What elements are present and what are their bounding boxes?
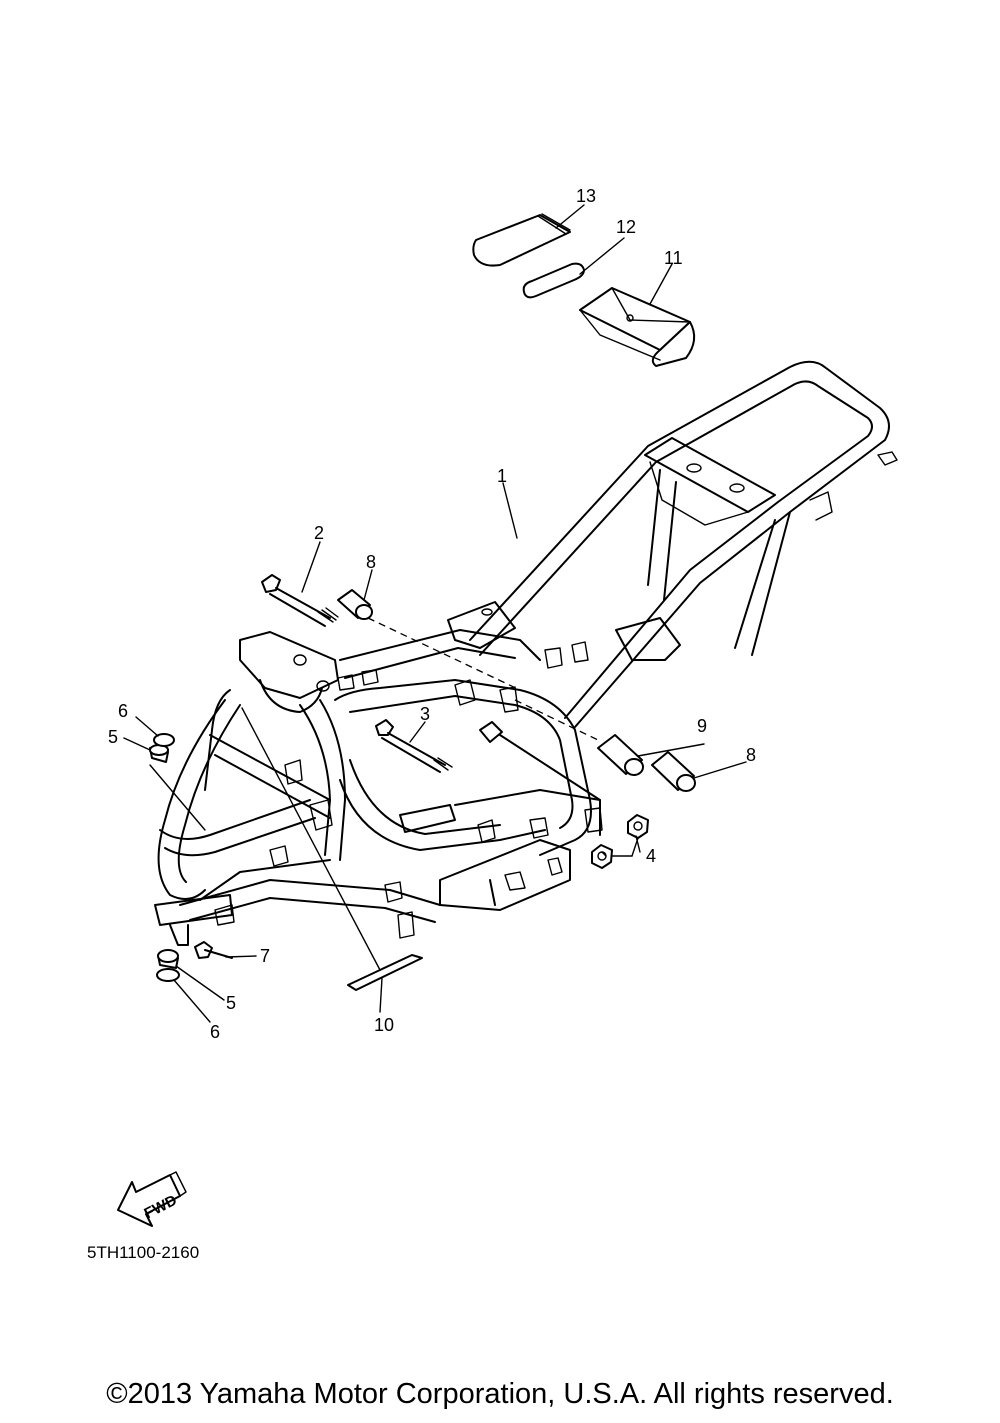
callout-8-upper: 8 [366, 552, 376, 572]
bolt-7-icon [194, 941, 233, 959]
callout-10: 10 [374, 1015, 394, 1035]
collar-9-icon [597, 734, 644, 776]
bolt-axis-mid [514, 699, 599, 741]
copyright-notice: ©2013 Yamaha Motor Corporation, U.S.A. A… [106, 1378, 894, 1410]
o-ring-6-upper-icon [153, 733, 175, 747]
callout-4: 4 [646, 846, 656, 866]
collar-8-upper-icon [337, 589, 373, 620]
bolt-axis-upper [367, 617, 521, 691]
callout-11: 11 [664, 248, 683, 268]
callout-6-lower: 6 [210, 1022, 220, 1042]
collar-8-lower-icon [651, 751, 696, 792]
callout-13: 13 [576, 186, 596, 206]
fwd-arrow-icon: FWD [117, 1171, 187, 1227]
bolt-2-icon [261, 574, 339, 627]
callout-8-lower: 8 [746, 745, 756, 765]
callout-2: 2 [314, 523, 324, 543]
nut-4-icon [591, 814, 649, 869]
callout-3: 3 [420, 704, 430, 724]
bolt-3-icon [375, 719, 453, 773]
plate-10-icon [347, 954, 423, 991]
frame-assembly [154, 360, 898, 946]
callout-7: 7 [260, 946, 270, 966]
callout-5-upper: 5 [108, 727, 118, 747]
tool-bag-11-icon [579, 287, 696, 367]
callout-12: 12 [616, 217, 636, 237]
callouts: 1 2 3 4 5 5 6 6 7 8 8 9 10 11 12 13 [108, 186, 756, 1042]
band-12-icon [522, 262, 585, 299]
callout-6-upper: 6 [118, 701, 128, 721]
o-ring-6-lower-icon [156, 968, 180, 982]
callout-9: 9 [697, 716, 707, 736]
bolt-center-icon [479, 721, 601, 801]
leader-lines [123, 204, 747, 1023]
callout-1: 1 [497, 466, 507, 486]
part-code: 5TH1100-2160 [87, 1243, 199, 1262]
grommet-5-upper-icon [149, 744, 169, 763]
callout-5-lower: 5 [226, 993, 236, 1013]
grommet-5-lower-icon [157, 949, 179, 969]
tag-13-icon [472, 213, 571, 267]
